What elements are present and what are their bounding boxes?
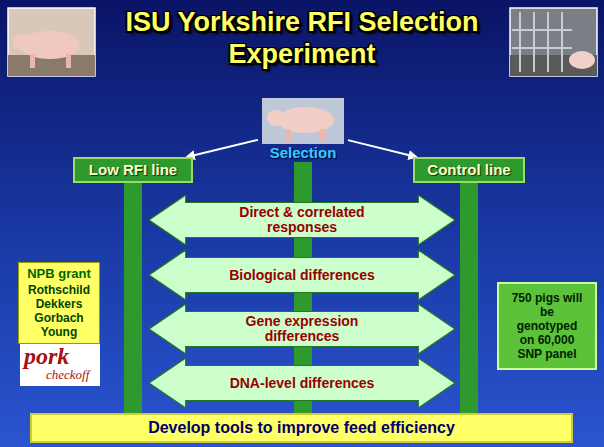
node-text: Rothschild Dekkers Gorbach Young	[24, 283, 94, 339]
green-bar	[124, 183, 142, 413]
comparison-arrow: Gene expression differences	[149, 304, 455, 354]
pig-photo	[8, 8, 95, 76]
logo-text: pork	[24, 343, 69, 369]
green-bar	[460, 183, 478, 413]
selection-arrow	[348, 140, 416, 157]
selection-pig: Selection	[258, 96, 348, 162]
node-text: Biological differences	[229, 268, 374, 283]
node-text: Low RFI line	[89, 161, 177, 179]
node-text: Develop tools to improve feed efficiency	[148, 418, 455, 438]
pen-photo	[510, 8, 597, 76]
text-box: Control line	[413, 157, 525, 183]
logo-text: checkoff	[46, 367, 89, 382]
node-text: Control line	[427, 161, 510, 179]
node-text: Direct & correlated responses	[223, 205, 381, 235]
comparison-arrow: Biological differences	[149, 250, 455, 300]
node-text: DNA-level differences	[230, 376, 375, 391]
comparison-arrow: DNA-level differences	[149, 358, 455, 408]
text-box: 750 pigs will be genotyped on 60,000 SNP…	[497, 282, 597, 370]
text-box: NPB grantRothschild Dekkers Gorbach Youn…	[18, 262, 100, 344]
text-box: Low RFI line	[73, 157, 193, 183]
selection-arrow	[187, 140, 258, 157]
title-rule	[110, 87, 495, 90]
node-text: Selection	[270, 144, 337, 161]
node-text: 750 pigs will be genotyped on 60,000 SNP…	[511, 291, 583, 361]
logo-ground	[20, 344, 100, 386]
comparison-arrow: Direct & correlated responses	[149, 195, 455, 245]
node-text: Gene expression differences	[223, 314, 381, 344]
slide-title: ISU Yorkshire RFI Selection Experiment	[110, 6, 494, 70]
text-box: Develop tools to improve feed efficiency	[30, 413, 573, 443]
node-text: NPB grant	[27, 267, 91, 281]
